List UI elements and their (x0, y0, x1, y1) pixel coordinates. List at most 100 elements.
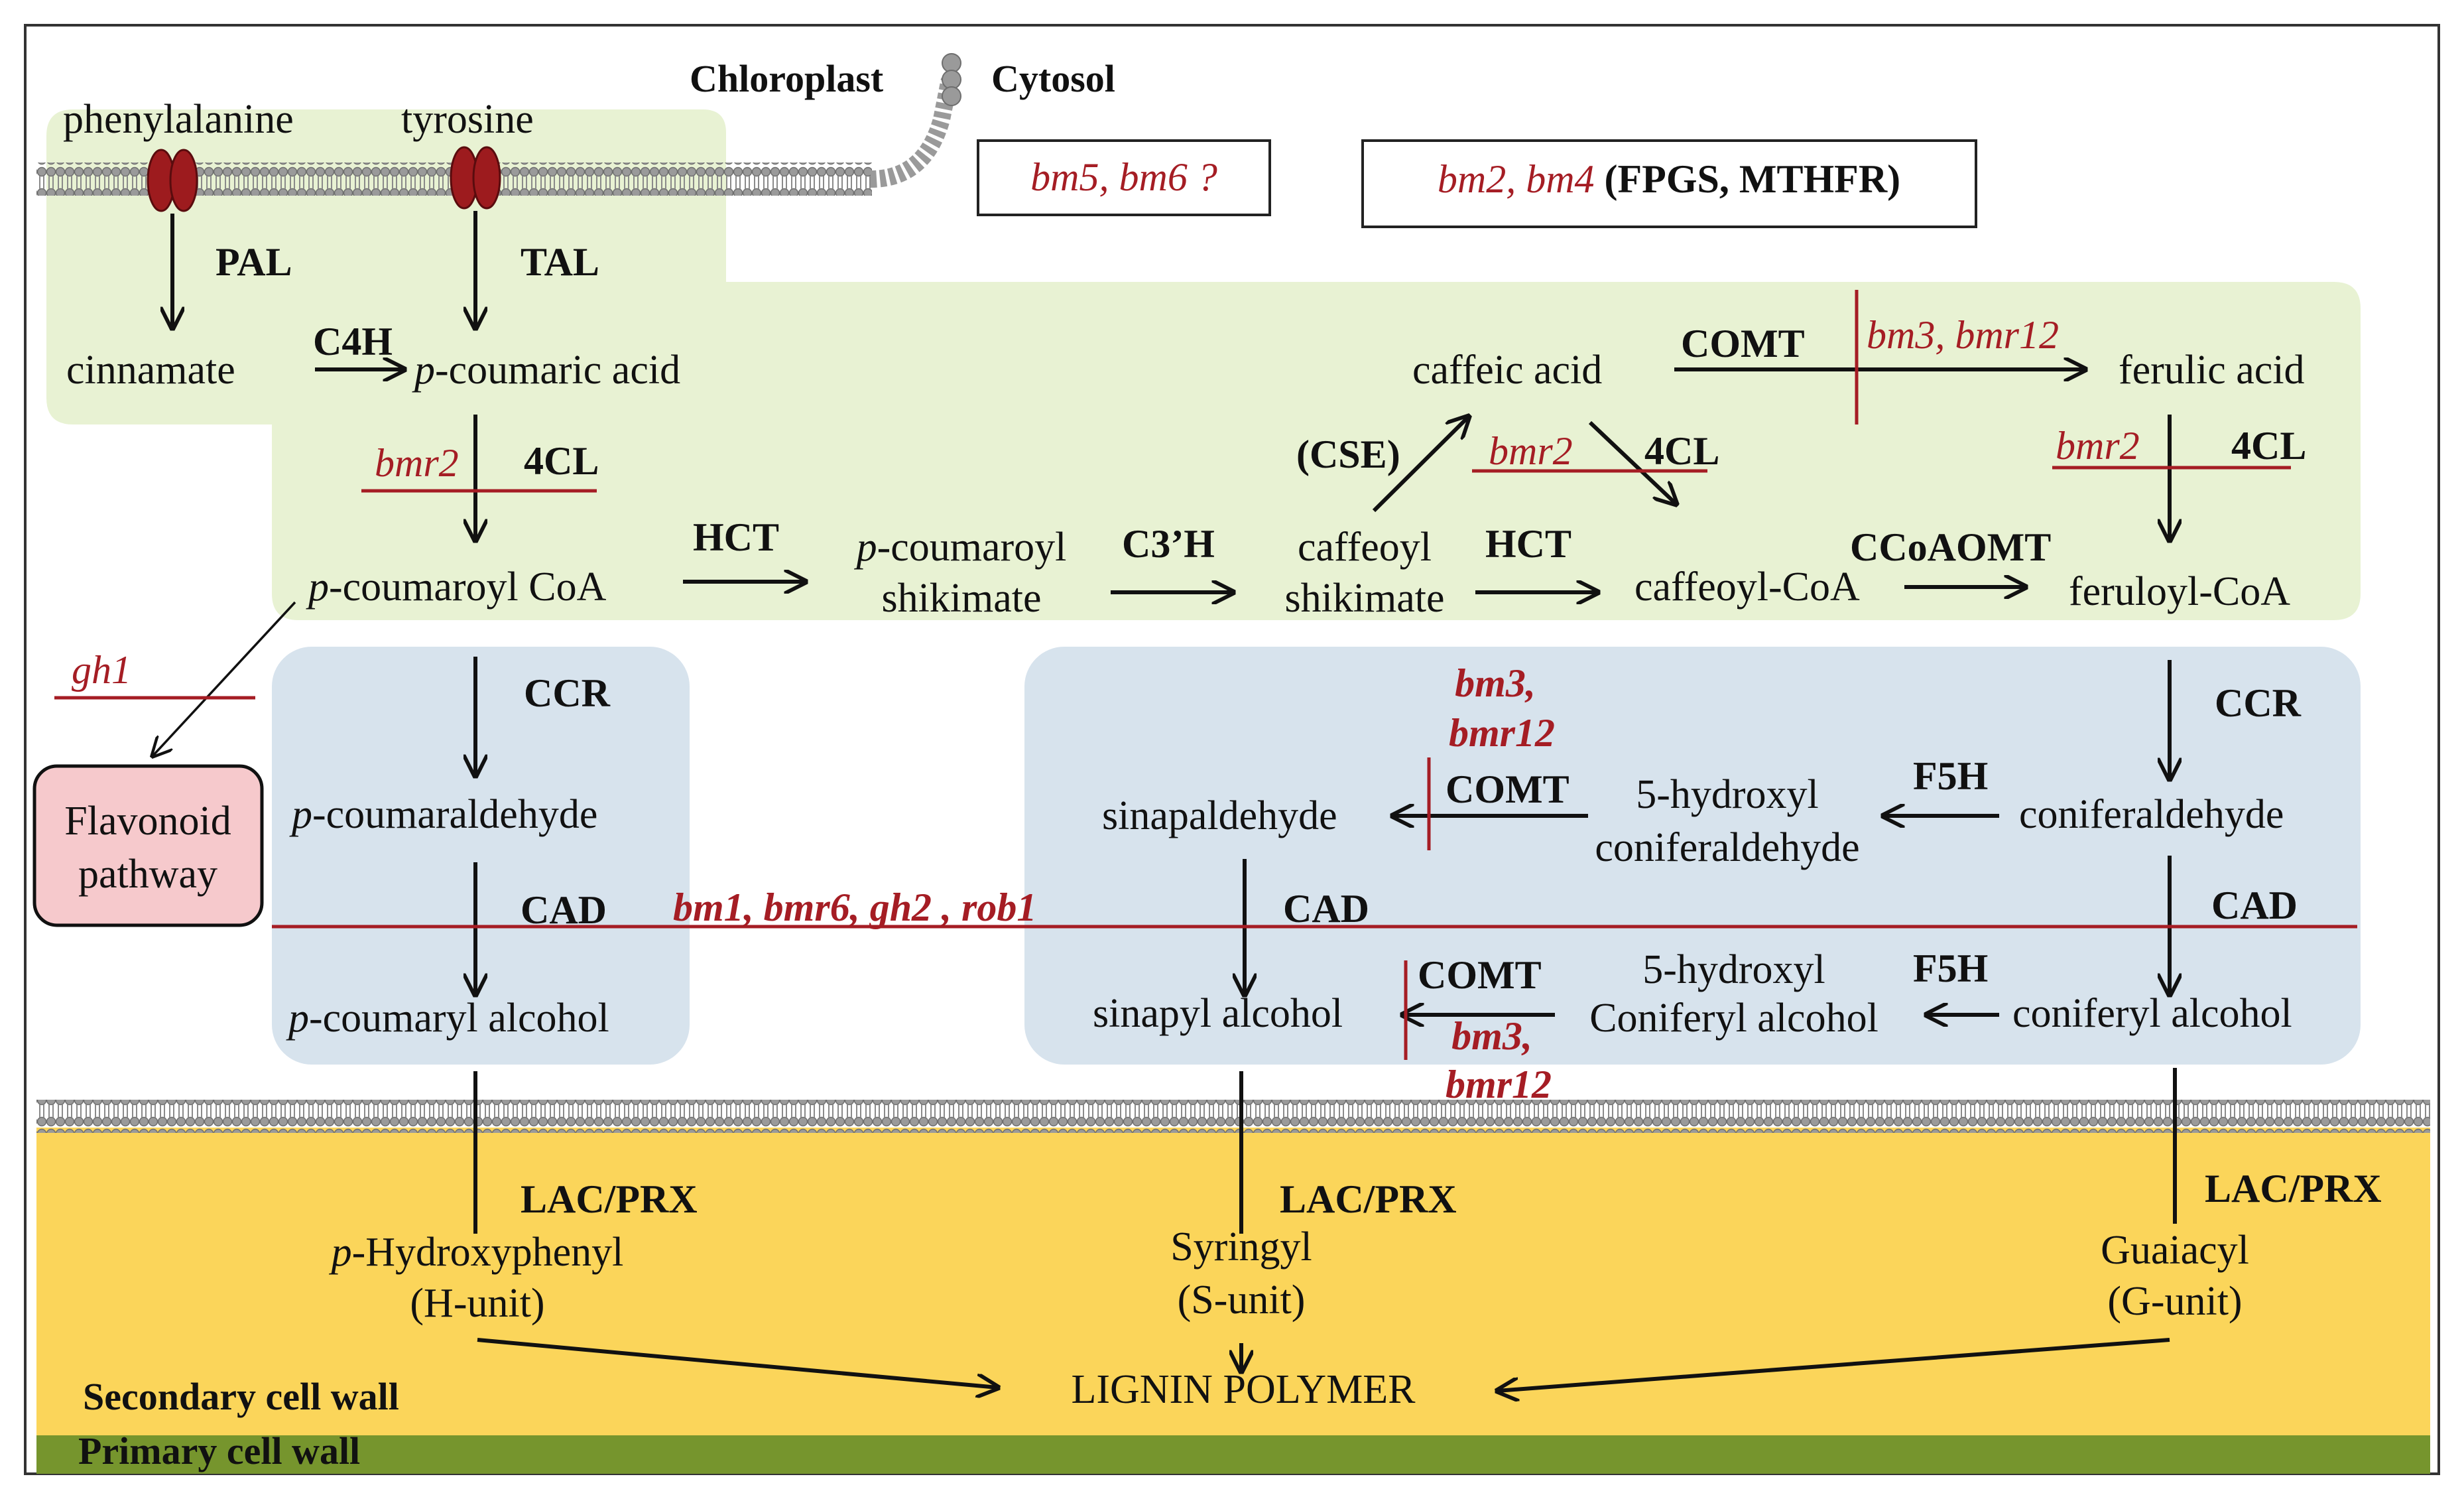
shikimate-label-1: shikimate (881, 576, 1041, 621)
syringyl-label: Syringyl (1170, 1224, 1312, 1270)
hydroxyl-5-label-bottom: 5-hydroxyl (1642, 947, 1825, 992)
phenylalanine-label: phenylalanine (63, 97, 294, 142)
p-coumaroyl-coa-rest: -coumaroyl CoA (329, 564, 607, 610)
p-coumaroyl-rest: -coumaroyl (877, 525, 1067, 570)
enzyme-comt-mid: COMT (1446, 767, 1570, 811)
enzyme-4cl-right: 4CL (2231, 424, 2306, 468)
plasma-membrane (36, 1100, 2430, 1133)
enzyme-lac-prx-left: LAC/PRX (521, 1177, 698, 1221)
chloroplast-label: Chloroplast (690, 57, 884, 100)
cytosol-region-left (272, 647, 690, 1065)
p-prefix: p (854, 525, 877, 570)
enzyme-ccoaomt: CCoAOMT (1850, 525, 2051, 569)
mutant-box-bm2-bm4-mutants: bm2, bm4 (1438, 157, 1595, 201)
mutant-box-bm5-bm6 (977, 139, 1271, 216)
mutant-cad: bm1, bmr6, gh2 , rob1 (673, 885, 1036, 929)
s-unit-label: (S-unit) (1178, 1277, 1306, 1323)
mutant-gh1: gh1 (72, 648, 131, 692)
p-coumaraldehyde-rest: -coumaraldehyde (312, 792, 597, 837)
p-hydroxyphenyl-label: p-Hydroxyphenyl (329, 1230, 624, 1275)
mutant-comt-bottom-2: bmr12 (1446, 1063, 1552, 1106)
secondary-cell-wall-label: Secondary cell wall (83, 1375, 399, 1418)
caffeic-acid-label: caffeic acid (1412, 348, 1602, 393)
caffeoyl-label: caffeoyl (1298, 525, 1432, 570)
tyrosine-label: tyrosine (401, 97, 534, 142)
mutant-bmr2-mid: bmr2 (1489, 429, 1573, 473)
p-coumaric-acid-rest: -coumaric acid (435, 348, 680, 393)
pathway-label: pathway (78, 852, 217, 897)
enzyme-cad-left: CAD (521, 888, 607, 932)
membrane-bead (942, 86, 961, 106)
enzyme-comt-bottom: COMT (1418, 953, 1542, 997)
caffeoyl-coa-label: caffeoyl-CoA (1634, 564, 1860, 610)
secondary-cell-wall-region (36, 1128, 2430, 1435)
arrow-4cl-mid (1588, 421, 1676, 504)
enzyme-f5h-bottom: F5H (1913, 946, 1988, 990)
p-coumaryl-alcohol-rest: -coumaryl alcohol (309, 996, 609, 1041)
p-prefix: p (329, 1230, 352, 1275)
phenylalanine-transporter-icon (147, 149, 198, 212)
mutant-bmr2-right: bmr2 (2056, 424, 2140, 468)
coniferaldehyde-label: coniferaldehyde (2019, 792, 2284, 837)
g-unit-label: (G-unit) (2107, 1279, 2242, 1324)
enzyme-lac-prx-right: LAC/PRX (2205, 1167, 2382, 1210)
flavonoid-label: Flavonoid (64, 799, 231, 844)
p-coumaroyl-label: p-coumaroyl (854, 525, 1067, 570)
feruloyl-coa-label: feruloyl-CoA (2069, 569, 2290, 614)
p-prefix: p (286, 996, 309, 1041)
enzyme-lac-prx-mid: LAC/PRX (1280, 1177, 1457, 1221)
enzyme-ccr-left: CCR (524, 671, 611, 715)
enzyme-c4h: C4H (313, 320, 393, 363)
enzyme-tal: TAL (521, 240, 599, 284)
membrane-bead (942, 53, 961, 73)
mutant-comt-bottom-1: bm3, (1451, 1014, 1532, 1058)
mutant-box-bm2-bm4 (1361, 139, 1977, 228)
plastid-region (46, 109, 2361, 620)
p-prefix: p (289, 792, 312, 837)
mutant-comt-top: bm3, bmr12 (1867, 313, 2059, 357)
membrane-bead (942, 70, 961, 90)
enzyme-hct-2: HCT (1485, 522, 1571, 566)
guaiacyl-label: Guaiacyl (2101, 1228, 2249, 1273)
enzyme-cse: (CSE) (1296, 432, 1400, 476)
enzyme-hct-1: HCT (693, 515, 779, 559)
arrow-cse (1372, 417, 1469, 513)
p-coumaryl-alcohol-label: p-coumaryl alcohol (286, 996, 609, 1041)
cinnamate-label: cinnamate (66, 348, 235, 393)
enzyme-ccr-right: CCR (2215, 681, 2302, 725)
flavonoid-pathway-box (32, 764, 264, 927)
enzyme-cad-mid: CAD (1283, 887, 1369, 931)
tyrosine-transporter-icon (450, 146, 501, 210)
enzyme-4cl-left: 4CL (524, 439, 599, 483)
mutant-comt-mid-2: bmr12 (1449, 711, 1555, 755)
arrow-h-to-lignin (477, 1338, 998, 1388)
mutant-box-bm2-bm4-enzymes: (FPGS, MTHFR) (1595, 157, 1901, 201)
cytosol-region-right (1024, 647, 2361, 1065)
enzyme-4cl-mid: 4CL (1644, 429, 1719, 473)
hydroxyl-5-label-top: 5-hydroxyl (1636, 772, 1819, 817)
sinapyl-alcohol-label: sinapyl alcohol (1093, 991, 1343, 1036)
cytosol-label: Cytosol (991, 57, 1115, 100)
p-coumaroyl-coa-label: p-coumaroyl CoA (306, 564, 607, 610)
ferulic-acid-label: ferulic acid (2119, 348, 2305, 393)
arrow-to-flavonoid (153, 601, 296, 756)
p-prefix: p (412, 348, 435, 393)
lignin-polymer-label: LIGNIN POLYMER (1071, 1367, 1416, 1412)
arrow-g-to-lignin (1497, 1338, 2170, 1391)
mutant-comt-mid-1: bm3, (1455, 661, 1536, 705)
coniferyl-alcohol-label: coniferyl alcohol (2012, 991, 2292, 1036)
p-hydroxyphenyl-rest: -Hydroxyphenyl (352, 1230, 624, 1275)
p-coumaraldehyde-label: p-coumaraldehyde (289, 792, 597, 837)
p-prefix: p (306, 564, 329, 610)
shikimate-label-2: shikimate (1284, 576, 1444, 621)
enzyme-comt-top: COMT (1681, 322, 1805, 365)
primary-cell-wall-label: Primary cell wall (78, 1429, 360, 1472)
p-coumaric-acid-label: p-coumaric acid (412, 348, 680, 393)
mutant-box-bm5-bm6-text: bm5, bm6 ? (1030, 155, 1217, 199)
enzyme-pal: PAL (216, 240, 292, 284)
5-hydroxyl-coniferaldehyde-label: coniferaldehyde (1595, 825, 1859, 870)
enzyme-f5h-top: F5H (1913, 754, 1988, 798)
enzyme-cad-right: CAD (2211, 883, 2298, 927)
primary-cell-wall-region (36, 1435, 2430, 1474)
